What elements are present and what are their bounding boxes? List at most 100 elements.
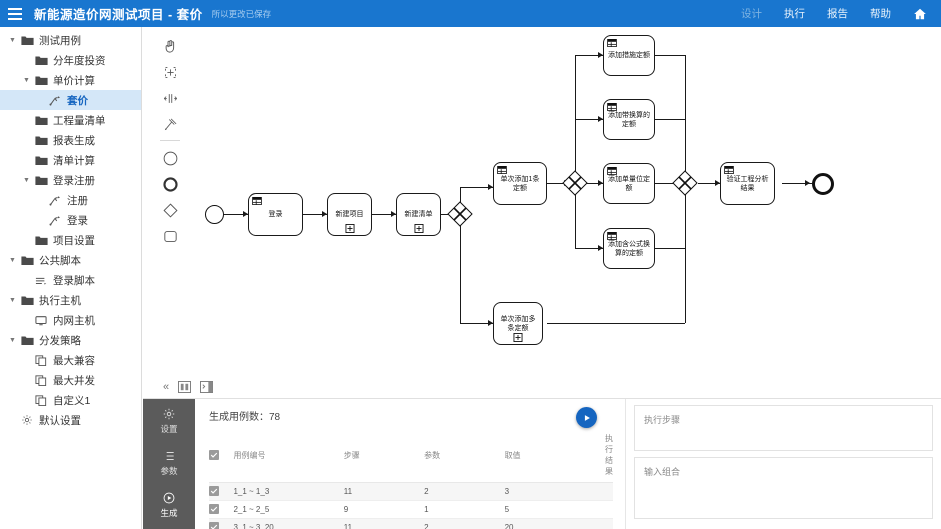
- row-checkbox[interactable]: [209, 486, 219, 496]
- space-tool-icon[interactable]: [158, 85, 182, 111]
- properties-panel-icon[interactable]: [200, 381, 214, 393]
- header-menu-execute[interactable]: 执行: [784, 8, 805, 20]
- run-cases-button[interactable]: [576, 407, 597, 428]
- sidebar-item-17[interactable]: ▼最大并发: [0, 370, 141, 390]
- generate-panel: 生成用例数：78 用例编号 步骤 参数: [195, 399, 625, 529]
- execution-detail-panel: 执行步骤 输入组合: [625, 399, 941, 529]
- diagram-canvas[interactable]: 登录 新建项目 新建清单: [143, 27, 941, 398]
- task-icon[interactable]: [158, 223, 182, 249]
- sidebar-item-10[interactable]: ▼项目设置: [0, 230, 141, 250]
- chevron-down-icon[interactable]: ▼: [23, 76, 30, 84]
- sidebar-item-16[interactable]: ▼最大兼容: [0, 350, 141, 370]
- edge: [372, 214, 396, 215]
- cell-steps: 9: [343, 500, 425, 519]
- sidebar-item-label: 套价: [67, 94, 88, 107]
- expand-plus-icon[interactable]: [414, 224, 423, 233]
- sidebar-tree[interactable]: ▼测试用例▼分年度投资▼单价计算▼套价▼工程量清单▼报表生成▼清单计算▼登录注册…: [0, 27, 142, 529]
- sidebar-item-15[interactable]: ▼分发策略: [0, 330, 141, 350]
- chevron-down-icon[interactable]: ▼: [9, 336, 16, 344]
- select-all-checkbox[interactable]: [209, 449, 219, 460]
- sidebar-item-11[interactable]: ▼公共脚本: [0, 250, 141, 270]
- chevron-down-icon[interactable]: ▼: [9, 256, 16, 264]
- sidebar-item-18[interactable]: ▼自定义1: [0, 390, 141, 410]
- chevron-down-icon[interactable]: ▼: [9, 296, 16, 304]
- row-checkbox[interactable]: [209, 522, 219, 529]
- task-node-parallel-3[interactable]: 添加单量位定额: [603, 163, 655, 204]
- sidebar-item-6[interactable]: ▼清单计算: [0, 150, 141, 170]
- header-menu-help[interactable]: 帮助: [870, 8, 891, 20]
- task-node-parallel-2[interactable]: 添加带换算的定额: [603, 99, 655, 140]
- gateway-icon[interactable]: [158, 197, 182, 223]
- gateway-node-3[interactable]: [672, 170, 698, 196]
- input-combination-box[interactable]: 输入组合: [634, 457, 933, 519]
- tab-settings[interactable]: 设置: [143, 407, 195, 435]
- row-checkbox-cell[interactable]: [209, 482, 234, 501]
- edge: [575, 183, 603, 184]
- tab-generate[interactable]: 生成: [143, 491, 195, 519]
- gateway-node-1[interactable]: [447, 201, 473, 227]
- sidebar-item-label: 清单计算: [53, 154, 95, 167]
- sidebar-item-8[interactable]: ▼注册: [0, 190, 141, 210]
- sidebar-item-9[interactable]: ▼登录: [0, 210, 141, 230]
- edge: [575, 183, 576, 249]
- task-node-login[interactable]: 登录: [248, 193, 303, 236]
- sidebar-item-14[interactable]: ▼内网主机: [0, 310, 141, 330]
- task-node-verify-result[interactable]: 验证工程分析结果: [720, 162, 775, 205]
- sidebar-item-0[interactable]: ▼测试用例: [0, 30, 141, 50]
- sidebar-item-3[interactable]: ▼套价: [0, 90, 141, 110]
- row-checkbox-cell[interactable]: [209, 500, 234, 519]
- tab-parameters[interactable]: 参数: [143, 449, 195, 477]
- hand-tool-icon[interactable]: [158, 33, 182, 59]
- home-icon[interactable]: [913, 7, 927, 21]
- row-checkbox-cell[interactable]: [209, 518, 234, 529]
- execution-steps-box[interactable]: 执行步骤: [634, 405, 933, 451]
- edge-arrow: [243, 211, 248, 217]
- header-menu: 设计 执行 报告 帮助: [741, 6, 941, 21]
- start-event-icon[interactable]: [158, 145, 182, 171]
- connect-tool-icon[interactable]: [158, 111, 182, 137]
- sidebar-item-4[interactable]: ▼工程量清单: [0, 110, 141, 130]
- chevron-down-icon[interactable]: ▼: [9, 36, 16, 44]
- collapse-panel-icon[interactable]: «: [163, 381, 169, 393]
- edge: [575, 119, 603, 120]
- header-menu-design[interactable]: 设计: [741, 8, 762, 20]
- cell-run-result: [605, 482, 613, 501]
- end-event-node[interactable]: [812, 173, 834, 195]
- task-node-new-project[interactable]: 新建项目: [327, 193, 372, 236]
- task-node-parallel-4[interactable]: 添加含公式换算的定额: [603, 228, 655, 269]
- row-checkbox[interactable]: [209, 504, 219, 514]
- end-event-icon[interactable]: [158, 171, 182, 197]
- task-node-parallel-1[interactable]: 添加措施定额: [603, 35, 655, 76]
- sidebar-item-12[interactable]: ▼登录脚本: [0, 270, 141, 290]
- bottom-panel: 设置 参数 生成 生成用例数：78: [143, 398, 941, 529]
- expand-plus-icon[interactable]: [513, 333, 523, 342]
- task-node-add-one-quota[interactable]: 单次添加1条定额: [493, 162, 547, 205]
- copy-icon: [33, 354, 49, 366]
- lasso-select-icon[interactable]: [158, 59, 182, 85]
- header-menu-report[interactable]: 报告: [827, 8, 848, 20]
- sidebar-item-label: 单价计算: [53, 74, 95, 87]
- hamburger-icon[interactable]: [0, 0, 30, 27]
- gateway-node-2[interactable]: [562, 170, 588, 196]
- sidebar-item-19[interactable]: ▼默认设置: [0, 410, 141, 430]
- task-node-new-list[interactable]: 新建清单: [396, 193, 441, 236]
- col-run-result: 执行结果: [605, 429, 613, 483]
- chevron-down-icon[interactable]: ▼: [23, 176, 30, 184]
- edge: [460, 187, 461, 215]
- start-event-node[interactable]: [205, 205, 224, 224]
- sidebar-item-7[interactable]: ▼登录注册: [0, 170, 141, 190]
- minimap-icon[interactable]: [178, 381, 192, 393]
- sidebar-item-13[interactable]: ▼执行主机: [0, 290, 141, 310]
- play-circle-icon: [163, 492, 175, 504]
- sidebar-item-1[interactable]: ▼分年度投资: [0, 50, 141, 70]
- node-label: 单次添加多条定额: [500, 315, 536, 332]
- expand-plus-icon[interactable]: [345, 224, 354, 233]
- task-node-add-many-quota[interactable]: 单次添加多条定额: [493, 302, 543, 345]
- select-all-checkbox-cell[interactable]: [209, 429, 234, 483]
- sidebar-item-2[interactable]: ▼ 单价计算: [0, 70, 141, 90]
- sidebar-item-5[interactable]: ▼报表生成: [0, 130, 141, 150]
